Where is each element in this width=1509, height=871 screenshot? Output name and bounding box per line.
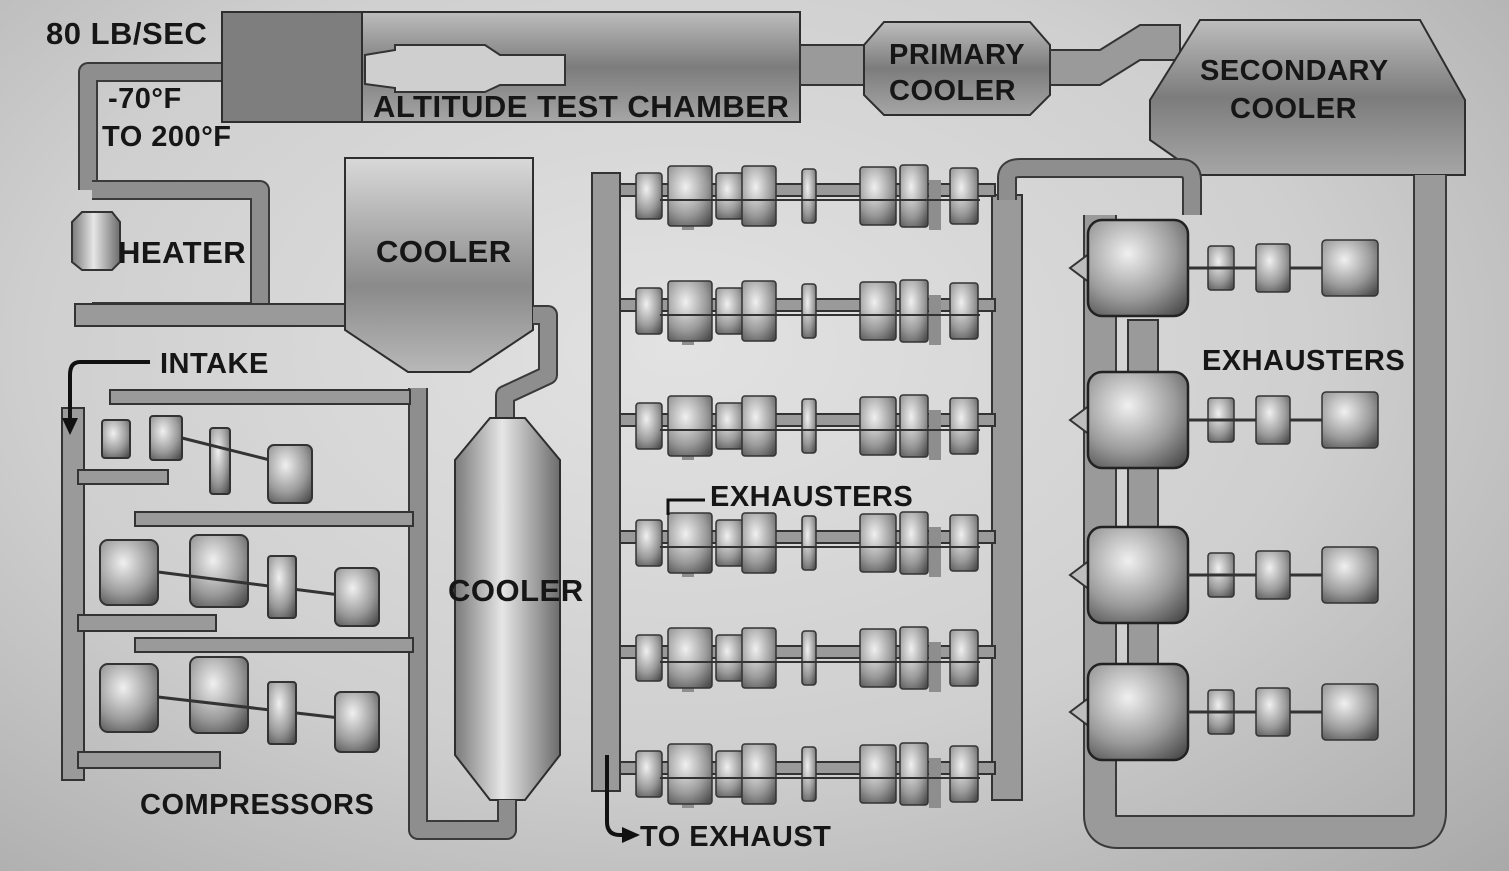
compressor-train-2 [100, 535, 379, 626]
flow-rate-label: 80 LB/SEC [46, 16, 207, 51]
center-exhauster-unit [620, 512, 995, 577]
heater [72, 212, 120, 270]
compressors-label: COMPRESSORS [140, 789, 374, 821]
secondary-cooler-label-2: COOLER [1230, 93, 1357, 125]
center-exhaust-header [592, 173, 620, 791]
center-exhauster-unit [620, 395, 995, 460]
temp-range-label-2: TO 200°F [102, 121, 232, 153]
right-exhauster-unit [1070, 664, 1378, 760]
chamber-plenum [222, 12, 362, 122]
secondary-cooler-label-1: SECONDARY [1200, 55, 1389, 87]
upper-cooler-label: COOLER [376, 234, 512, 269]
chamber-to-primary-duct [800, 45, 864, 85]
heater-to-cooler-duct [75, 304, 350, 326]
right-exhausters-label: EXHAUSTERS [1202, 345, 1405, 377]
lower-cooler-label: COOLER [448, 573, 584, 608]
primary-cooler-label-1: PRIMARY [889, 39, 1025, 71]
heater-label: HEATER [118, 235, 246, 270]
altitude-test-chamber-label: ALTITUDE TEST CHAMBER [373, 89, 789, 124]
to-exhaust-arrowhead-icon [622, 827, 640, 843]
lower-cooler [455, 418, 560, 800]
primary-cooler-label-2: COOLER [889, 75, 1016, 107]
right-exhauster-unit [1070, 372, 1378, 468]
center-exhausters-label: EXHAUSTERS [710, 481, 913, 513]
compressor-train-3 [100, 657, 379, 752]
intake-header [62, 408, 84, 780]
compressor-train-1 [102, 416, 312, 503]
center-exhauster-unit [620, 627, 995, 692]
right-exhauster-unit [1070, 527, 1378, 623]
center-exhauster-unit [620, 165, 995, 230]
primary-to-secondary-duct [1050, 25, 1180, 85]
right-exhauster-unit [1070, 220, 1378, 316]
center-exhauster-unit [620, 280, 995, 345]
center-exhauster-unit [620, 743, 995, 808]
center-supply-header [992, 195, 1022, 800]
temp-range-label-1: -70°F [108, 83, 182, 115]
to-exhaust-label: TO EXHAUST [640, 821, 831, 853]
intake-label: INTAKE [160, 348, 269, 380]
center-to-right-duct [1007, 168, 1192, 215]
